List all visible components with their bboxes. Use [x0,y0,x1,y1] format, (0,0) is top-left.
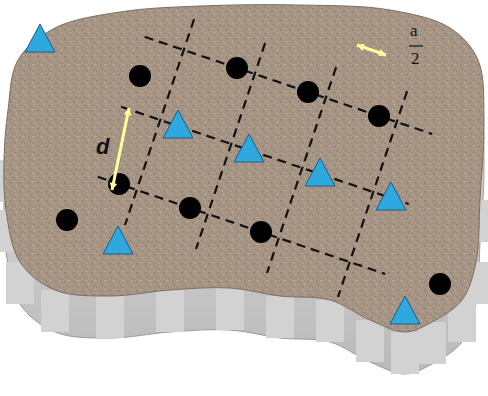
black-circle [297,81,319,103]
black-circle [179,197,201,219]
dimension-arrows [110,44,423,190]
slab-side [216,288,244,330]
black-circle [429,273,451,295]
dashed-grid [98,19,433,297]
fraction-part: a [410,22,418,39]
arrowhead [357,44,365,51]
blue-triangle [163,110,193,138]
blue-triangle [376,182,406,210]
slab [0,5,488,374]
grid-line [267,67,336,273]
black-circle [56,209,78,231]
black-circle [129,65,151,87]
slab-side [356,320,384,362]
black-circle [250,221,272,243]
blue-triangle [305,158,335,186]
slab-side [96,296,124,338]
fraction-bar [409,45,423,46]
slab-side [316,300,344,342]
lattice-sites [25,24,451,324]
black-circle [108,173,130,195]
slab-side [391,332,419,374]
grid-line [125,19,194,225]
black-circle [226,57,248,79]
slab-side [418,322,446,364]
blue-triangle [25,24,55,52]
blue-triangle [234,134,264,162]
slab-side [156,290,184,332]
slab-side [266,296,294,338]
arrowhead [110,182,118,190]
grid-line [98,177,386,274]
grid-line [121,107,409,204]
slab-side [41,290,69,332]
fraction-part: 2 [411,50,420,67]
grid-line [338,91,407,297]
dimension-label: d [96,136,109,158]
blue-triangle [103,226,133,254]
slab-top [4,5,484,332]
grid-line [196,43,265,249]
dimension-arrow [112,108,129,190]
arrowhead [378,49,386,56]
grid-line [145,37,433,134]
blue-triangle [390,296,420,324]
arrowhead [124,108,132,116]
black-circle [368,105,390,127]
